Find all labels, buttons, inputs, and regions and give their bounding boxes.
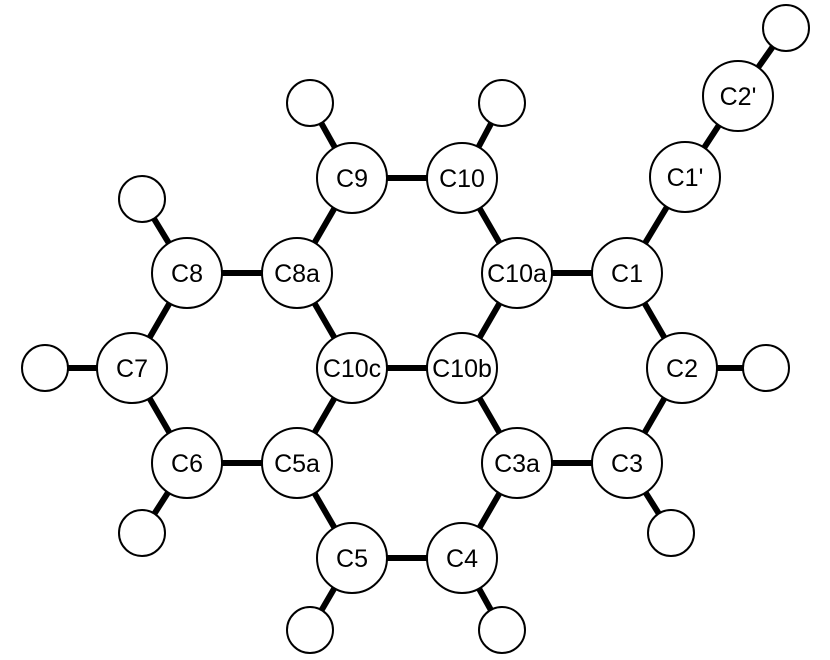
atom-c10b: C10b <box>426 332 498 404</box>
atom-circle <box>591 237 663 309</box>
atom-label: C8a <box>274 260 320 288</box>
atom-label: C10b <box>432 355 492 383</box>
atom-circle <box>426 332 498 404</box>
atom-circle <box>316 142 388 214</box>
atom-circle <box>426 522 498 594</box>
atom-c1: C1 <box>591 237 663 309</box>
atom-label: C4 <box>446 545 478 573</box>
atom-circle <box>646 332 718 404</box>
atom-label: C7 <box>116 355 148 383</box>
atom-circle <box>261 237 333 309</box>
atom-c7: C7 <box>96 332 168 404</box>
atom-label: C2' <box>720 83 757 111</box>
atom-circle <box>591 427 663 499</box>
atom-c10c: C10c <box>316 332 388 404</box>
atom-c4: C4 <box>426 522 498 594</box>
hydrogen-circle <box>742 344 790 392</box>
atom-circle <box>261 427 333 499</box>
hydrogen-atom <box>118 509 166 557</box>
hydrogen-circle <box>478 79 526 127</box>
atom-c3a: C3a <box>481 427 553 499</box>
hydrogen-atom <box>21 344 69 392</box>
atom-circle <box>649 141 721 213</box>
atom-label: C3a <box>494 450 540 478</box>
atom-circle <box>96 332 168 404</box>
atom-circle <box>702 60 774 132</box>
atom-circle <box>151 427 223 499</box>
hydrogen-atom <box>742 344 790 392</box>
atom-label: C6 <box>171 450 203 478</box>
hydrogen-circle <box>286 79 334 127</box>
atom-c10: C10 <box>426 142 498 214</box>
atom-c2p: C2' <box>702 60 774 132</box>
atom-label: C3 <box>611 450 643 478</box>
atom-circle <box>316 332 388 404</box>
atom-label: C1 <box>611 260 643 288</box>
atom-label: C10c <box>323 355 381 383</box>
hydrogen-circle <box>118 509 166 557</box>
atom-c8a: C8a <box>261 237 333 309</box>
atom-c1p: C1' <box>649 141 721 213</box>
atom-c2: C2 <box>646 332 718 404</box>
hydrogen-circle <box>118 175 166 223</box>
hydrogen-atom <box>647 509 695 557</box>
atom-circle <box>426 142 498 214</box>
hydrogen-circle <box>286 606 334 654</box>
hydrogen-atom <box>762 4 810 52</box>
atom-label: C1' <box>667 164 704 192</box>
atom-label: C5a <box>274 450 320 478</box>
atom-c10a: C10a <box>481 237 553 309</box>
atom-c3: C3 <box>591 427 663 499</box>
atom-c9: C9 <box>316 142 388 214</box>
hydrogen-atom <box>478 606 526 654</box>
atom-c5a: C5a <box>261 427 333 499</box>
atom-c6: C6 <box>151 427 223 499</box>
hydrogen-atom <box>286 606 334 654</box>
atom-label: C8 <box>171 260 203 288</box>
atom-label: C10 <box>439 165 485 193</box>
atom-circle <box>316 522 388 594</box>
hydrogen-circle <box>478 606 526 654</box>
atom-c5: C5 <box>316 522 388 594</box>
hydrogen-circle <box>647 509 695 557</box>
atom-circle <box>151 237 223 309</box>
hydrogen-atom <box>286 79 334 127</box>
hydrogen-atom <box>478 79 526 127</box>
hydrogen-circle <box>21 344 69 392</box>
atom-label: C10a <box>487 260 547 288</box>
hydrogen-atom <box>118 175 166 223</box>
atom-c8: C8 <box>151 237 223 309</box>
atom-circle <box>481 427 553 499</box>
atom-label: C9 <box>336 165 368 193</box>
atom-label: C2 <box>666 355 698 383</box>
hydrogen-circle <box>762 4 810 52</box>
atom-label: C5 <box>336 545 368 573</box>
atom-circle <box>481 237 553 309</box>
